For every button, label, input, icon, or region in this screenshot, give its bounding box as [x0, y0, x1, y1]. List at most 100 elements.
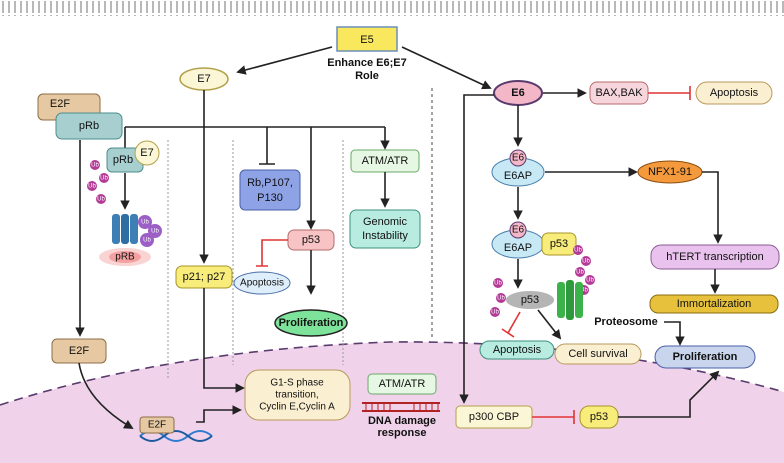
apoptosis-e6-label: Apoptosis — [710, 87, 759, 99]
proliferation-e7-label: Proliferation — [279, 317, 344, 329]
p300-label: p300 CBP — [469, 411, 519, 423]
apoptosis-e6-node: Apoptosis — [695, 81, 773, 105]
e2f-dna-node: E2F — [139, 416, 175, 434]
svg-text:Ub: Ub — [574, 248, 582, 254]
e2f-top-label: E2F — [50, 98, 70, 110]
atm-atr-bottom-node: ATM/ATR — [367, 373, 437, 395]
p53-degraded-node: p53 — [506, 291, 554, 309]
atm-atr-2-label: ATM/ATR — [379, 378, 426, 390]
p53-deg-label: p53 — [521, 294, 539, 306]
apoptosis-low-label: Apoptosis — [493, 344, 542, 356]
arrow-p53-survival — [537, 309, 562, 340]
survival-label: Cell survival — [568, 348, 627, 360]
e6ap-mid-e6-label: E6 — [512, 225, 525, 236]
e5-node: E5 — [336, 26, 398, 52]
p53-e7-label: p53 — [302, 234, 320, 246]
rb-family-label-2: P130 — [257, 192, 283, 204]
e7-node: E7 — [179, 67, 229, 91]
svg-text:Ub: Ub — [494, 281, 502, 287]
inhibit-rb-family — [259, 127, 275, 165]
e2f-mid-label: E2F — [69, 345, 89, 357]
e6ap-mid-label: E6AP — [504, 242, 532, 254]
immortal-label: Immortalization — [677, 298, 752, 310]
inhibit-apoptosis-bax — [648, 86, 691, 100]
rb-family-node: Rb,P107, P130 — [239, 169, 301, 211]
cell-membrane — [0, 0, 784, 16]
dna-damage-label-1: DNA damage — [368, 415, 436, 427]
prb-top-label: pRb — [79, 120, 99, 132]
nuclear-envelope — [0, 341, 784, 406]
svg-text:Ub: Ub — [580, 288, 588, 294]
e6ap-top-label: E6AP — [504, 170, 532, 182]
e6-label: E6 — [511, 87, 524, 99]
rb-family-label-1: Rb,P107, — [247, 177, 293, 189]
inhibit-apoptosis-e7 — [256, 239, 288, 267]
svg-text:Ub: Ub — [143, 238, 151, 244]
proteasome-right-icon — [557, 280, 583, 320]
svg-text:Ub: Ub — [97, 197, 105, 203]
p300-cbp-node: p300 CBP — [455, 405, 533, 429]
nfx-label: NFX1-91 — [648, 166, 692, 178]
genomic-label-2: Instability — [362, 230, 408, 242]
prb-deg-label: pRB — [115, 252, 135, 263]
nfx1-node: NFX1-91 — [637, 160, 703, 184]
svg-text:Ub: Ub — [491, 310, 499, 316]
e5-role-label-2: Role — [355, 70, 379, 82]
arrow-p21-g1s — [203, 288, 245, 393]
e6ap-top-e6-label: E6 — [512, 153, 525, 164]
e5-role-label: Enhance E6;E7 — [327, 57, 406, 69]
atm-atr-top-node: ATM/ATR — [350, 149, 420, 173]
g1s-label-3: Cyclin E,Cyclin A — [259, 402, 335, 413]
svg-text:Ub: Ub — [582, 259, 590, 265]
e5-label: E5 — [360, 34, 373, 46]
e2f-free-node: E2F — [51, 338, 107, 364]
e2f-prb-complex: E2F pRb — [37, 93, 123, 140]
apoptosis-e7-label: Apoptosis — [240, 278, 284, 289]
htert-label: hTERT transcription — [666, 251, 763, 263]
arrow-e5-e7 — [236, 46, 333, 75]
apoptosis-low-node: Apoptosis — [479, 340, 555, 360]
inhibit-p53-bottom — [532, 410, 575, 424]
p21-p27-node: p21; p27 — [175, 265, 233, 289]
htert-node: hTERT transcription — [650, 244, 780, 270]
proliferation-right-label: Proliferation — [673, 351, 738, 363]
svg-text:Ub: Ub — [497, 296, 505, 302]
e2f-dna-label: E2F — [148, 420, 166, 431]
bax-label: BAX,BAK — [595, 87, 643, 99]
dna-damage-label-2: response — [378, 427, 427, 439]
p53-bound-label: p53 — [550, 238, 568, 250]
inhibit-bar — [501, 328, 515, 338]
e7-label: E7 — [197, 73, 210, 85]
arrow-e6-p300 — [459, 94, 494, 404]
proteosome-label: Proteosome — [594, 316, 658, 328]
p21-label: p21; p27 — [183, 271, 226, 283]
arrow-e5-e6 — [401, 46, 492, 90]
atm-atr-1-label: ATM/ATR — [362, 155, 409, 167]
svg-text:Ub: Ub — [586, 278, 594, 284]
genomic-label-1: Genomic — [363, 216, 408, 228]
e6ap-top-node: E6AP E6 — [491, 149, 545, 187]
prb-mid-label: pRb — [113, 154, 133, 166]
svg-text:Ub: Ub — [88, 184, 96, 190]
arrow-proteosome-prolif — [664, 321, 685, 346]
arrow-p53-prolif-right — [618, 370, 720, 418]
p53-e7-node: p53 — [287, 229, 335, 251]
proliferation-e7-node: Proliferation — [274, 309, 348, 337]
proliferation-right-node: Proliferation — [654, 345, 756, 369]
g1s-label-2: transition, — [275, 390, 318, 401]
apoptosis-e7-node: Apoptosis — [233, 271, 291, 295]
prb-degraded: pRB — [99, 248, 151, 266]
arrow-nfx-htert — [702, 171, 723, 244]
inhibit-apoptosis-low — [507, 311, 521, 334]
e7-small-label: E7 — [140, 147, 153, 159]
e6-node: E6 — [493, 80, 543, 106]
svg-text:Ub: Ub — [100, 176, 108, 182]
g1s-node: G1-S phase transition, Cyclin E,Cyclin A — [244, 369, 351, 421]
genomic-instability-node: Genomic Instability — [349, 209, 421, 249]
arrow-dna-g1s — [196, 405, 242, 423]
p53-bottom-node: p53 — [579, 405, 619, 429]
dna-damage-icon — [362, 402, 440, 412]
svg-text:Ub: Ub — [151, 229, 159, 235]
bax-bak-node: BAX,BAK — [589, 81, 649, 105]
